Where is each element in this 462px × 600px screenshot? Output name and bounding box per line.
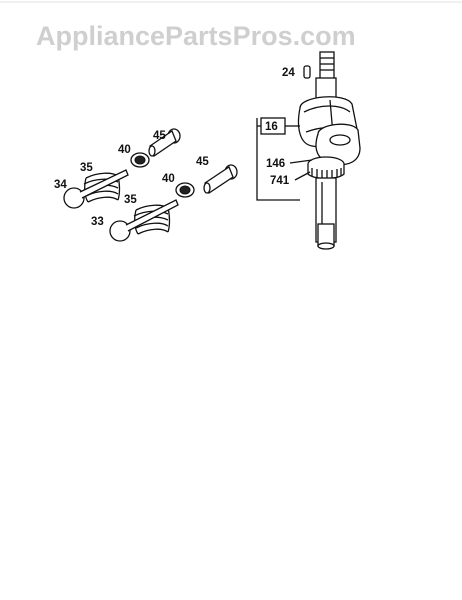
watermark-text: AppliancePartsPros.com — [36, 21, 356, 51]
valve-tappet-lower — [203, 164, 238, 194]
valve-seal-lower — [175, 182, 195, 198]
callout-146: 146 — [266, 158, 285, 170]
valve-tappet-upper — [148, 128, 181, 157]
callout-741: 741 — [270, 175, 290, 187]
callout-16: 16 — [265, 121, 278, 133]
woodruff-key — [303, 65, 311, 79]
callout-45-upper: 45 — [153, 130, 166, 142]
valve-upper — [63, 169, 129, 209]
callout-33: 33 — [91, 216, 104, 228]
valve-lower — [109, 199, 179, 242]
callout-40-upper: 40 — [118, 144, 131, 156]
crankshaft — [297, 51, 361, 250]
callout-24: 24 — [282, 67, 295, 79]
callout-45-lower: 45 — [196, 156, 209, 168]
callout-35-upper: 35 — [80, 162, 93, 174]
assembly-bracket: 16 — [256, 117, 300, 201]
crankshaft-top-end — [319, 51, 335, 81]
timing-gear — [307, 156, 345, 180]
callout-40-lower: 40 — [162, 173, 175, 185]
callout-35-lower: 35 — [124, 194, 137, 206]
callout-34: 34 — [54, 179, 67, 191]
valve-seal-upper — [130, 152, 150, 168]
